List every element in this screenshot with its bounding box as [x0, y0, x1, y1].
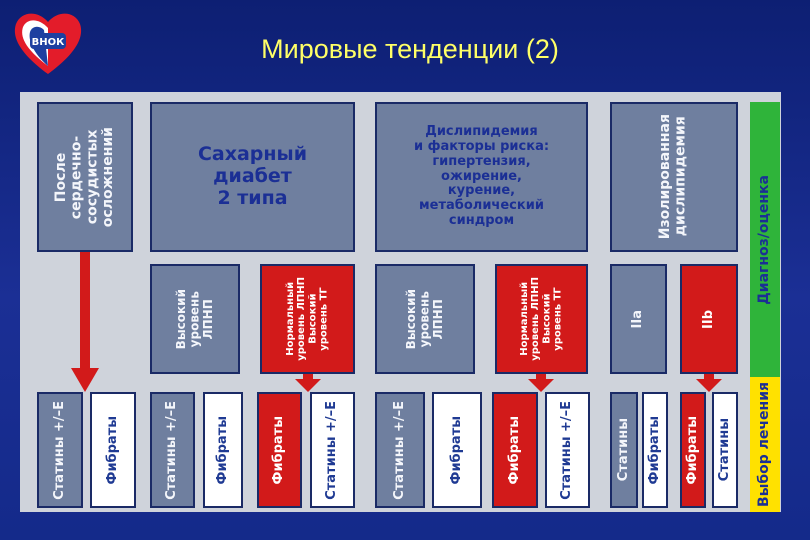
treatment-statins: Статины	[610, 392, 638, 508]
isolated-dyslipidemia-box: Изолированная дислипидемия	[610, 102, 738, 252]
treatment-statins-e: Статины +/–Е	[310, 392, 355, 508]
normal-ldl-box-2: Нормальный уровень ЛПНП Высокий уровень …	[495, 264, 588, 374]
treatment-fibrates: Фибраты	[257, 392, 302, 508]
treatment-choice-bar: Выбор лечения	[750, 377, 780, 512]
svg-text:ВНОК: ВНОК	[32, 37, 65, 48]
dyslipidemia-risk-box: Дислипидемия и факторы риска: гипертензи…	[375, 102, 588, 252]
treatment-fibrates: Фибраты	[642, 392, 668, 508]
iib-box: IIb	[680, 264, 738, 374]
arrow-down-icon	[71, 252, 99, 392]
treatment-fibrates: Фибраты	[432, 392, 482, 508]
vnok-logo: ВНОК	[8, 8, 88, 78]
diagnosis-bar: Диагноз/оценка	[750, 102, 780, 377]
iia-box: IIa	[610, 264, 667, 374]
treatment-statins: Статины	[712, 392, 738, 508]
treatment-fibrates: Фибраты	[203, 392, 243, 508]
treatment-statins-e: Статины +/–Е	[375, 392, 425, 508]
normal-ldl-box-1: Нормальный уровень ЛПНП Высокий уровень …	[260, 264, 355, 374]
treatment-fibrates: Фибраты	[90, 392, 136, 508]
arrow-down-icon	[528, 374, 554, 392]
treatment-statins-e: Статины +/–Е	[150, 392, 195, 508]
treatment-statins-e: Статины +/–Е	[37, 392, 83, 508]
treatment-fibrates: Фибраты	[680, 392, 706, 508]
treatment-statins-e: Статины +/–Е	[545, 392, 590, 508]
high-ldl-box-2: Высокий уровень ЛПНП	[375, 264, 475, 374]
post-cv-box: После сердечно- сосудистых осложнений	[37, 102, 133, 252]
diabetes-box: Сахарный диабет 2 типа	[150, 102, 355, 252]
diagram-panel: После сердечно- сосудистых осложнений Са…	[20, 92, 781, 512]
treatment-fibrates: Фибраты	[492, 392, 538, 508]
arrow-down-icon	[295, 374, 321, 392]
arrow-down-icon	[696, 374, 722, 392]
page-title: Мировые тенденции (2)	[261, 34, 559, 64]
heart-logo-icon: ВНОК	[14, 13, 82, 74]
high-ldl-box-1: Высокий уровень ЛПНП	[150, 264, 240, 374]
